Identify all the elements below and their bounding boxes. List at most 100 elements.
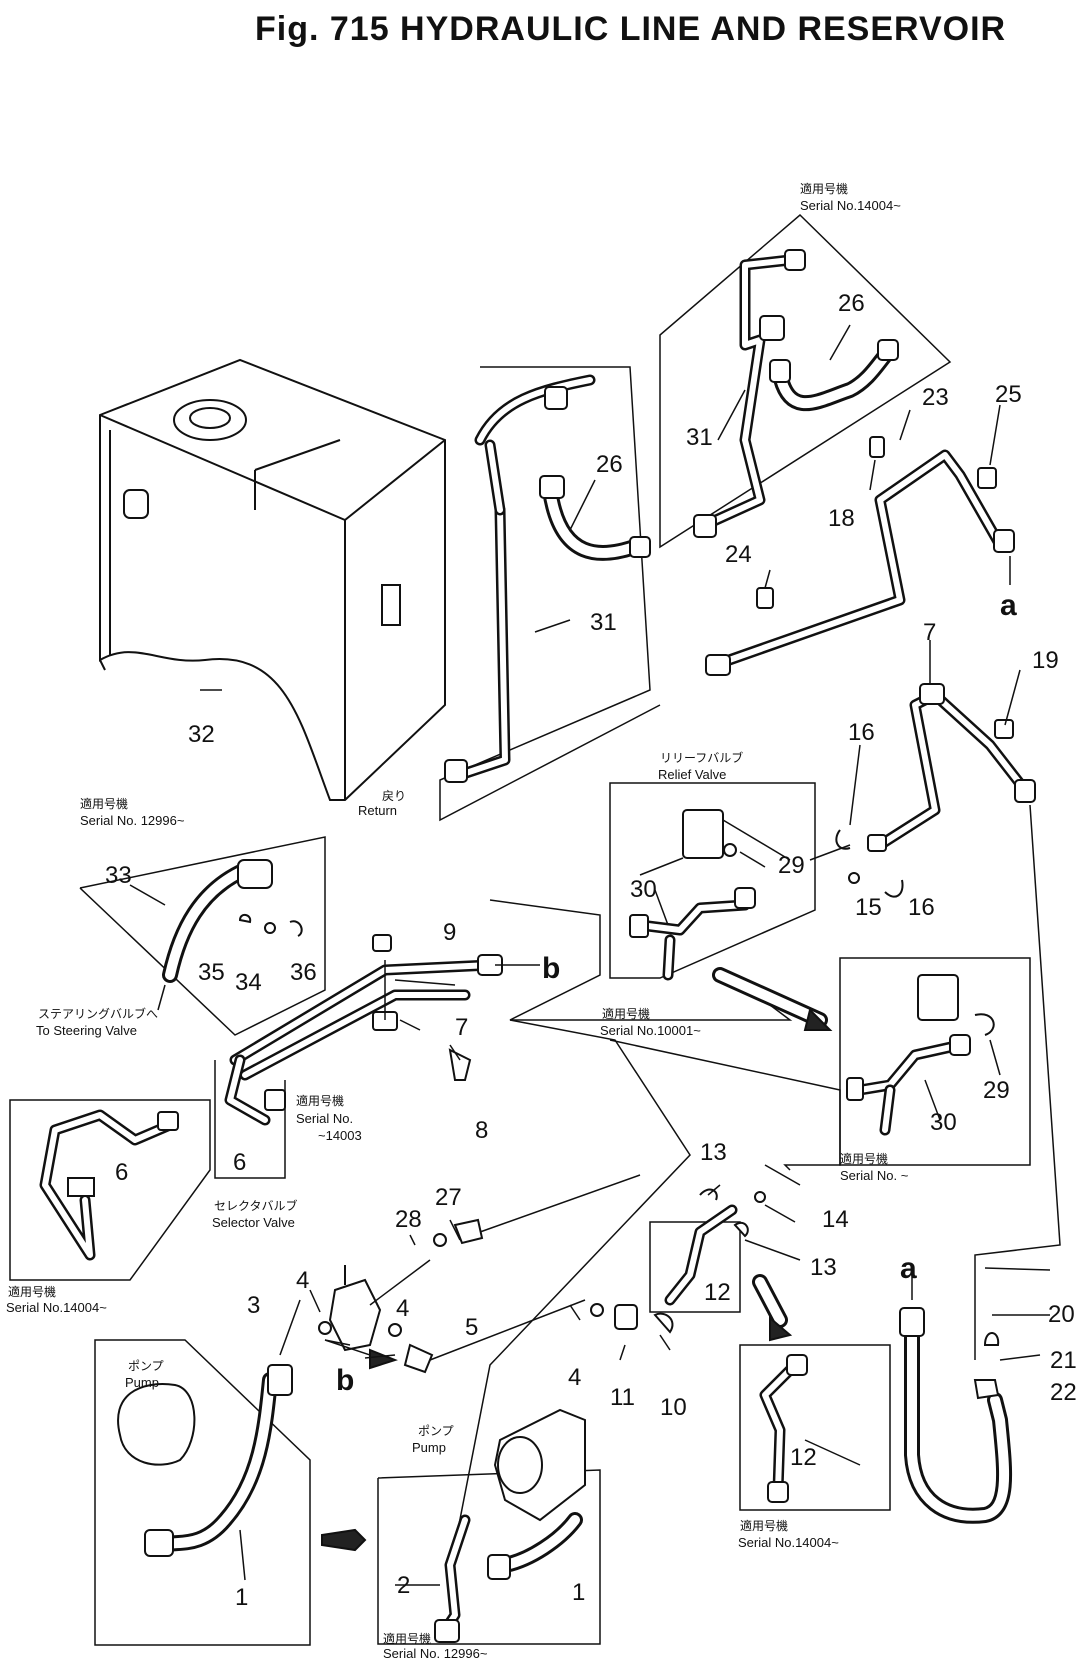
pump1-label: Pump bbox=[125, 1375, 159, 1390]
callout-32: 32 bbox=[188, 721, 215, 748]
callout-10: 10 bbox=[660, 1394, 687, 1421]
selector-label: Selector Valve bbox=[212, 1215, 295, 1230]
pipe-7-group bbox=[835, 683, 1036, 898]
callout-12-bottom: 12 bbox=[790, 1444, 817, 1471]
callout-4-mid: 4 bbox=[396, 1295, 409, 1322]
serial-12996: Serial No. 12996~ bbox=[80, 813, 185, 828]
callout-29-right: 29 bbox=[983, 1077, 1010, 1104]
callout-31-top: 31 bbox=[686, 424, 713, 451]
tank-return-pipe-group bbox=[439, 366, 661, 822]
selector-valve-group bbox=[318, 1174, 674, 1374]
relief-valve-group bbox=[489, 782, 851, 1031]
callout-28: 28 bbox=[395, 1206, 422, 1233]
callout-26-top: 26 bbox=[838, 290, 865, 317]
callout-29-relief: 29 bbox=[778, 852, 805, 879]
callout-14: 14 bbox=[822, 1206, 849, 1233]
callout-20: 20 bbox=[1048, 1301, 1075, 1328]
serial-14004-top-group bbox=[659, 213, 952, 549]
callout-13-top: 13 bbox=[700, 1139, 727, 1166]
serial-right-jp: 適用号機 bbox=[840, 1151, 888, 1166]
callout-5: 5 bbox=[465, 1314, 478, 1341]
serial-12996-jp: 適用号機 bbox=[80, 796, 128, 811]
pump-left-group bbox=[94, 1339, 367, 1646]
reservoir-tank bbox=[99, 358, 446, 801]
hose-22-group bbox=[899, 1275, 1013, 1524]
selector-jp: セレクタバルブ bbox=[214, 1198, 298, 1213]
callout-13-bottom: 13 bbox=[810, 1254, 837, 1281]
serial-10001: Serial No.10001~ bbox=[600, 1023, 701, 1038]
callout-30-relief: 30 bbox=[630, 876, 657, 903]
selector-pipes-group bbox=[214, 934, 503, 1179]
callout-31-left: 31 bbox=[590, 609, 617, 636]
callout-30-right: 30 bbox=[930, 1109, 957, 1136]
callout-24: 24 bbox=[725, 541, 752, 568]
steering-jp: ステアリングバルブへ bbox=[38, 1006, 158, 1021]
callout-3: 3 bbox=[247, 1292, 260, 1319]
marker-b-left: b bbox=[336, 1364, 354, 1397]
leader-lines bbox=[454, 1019, 691, 1546]
relief-label: Relief Valve bbox=[658, 767, 726, 782]
steering-label: To Steering Valve bbox=[36, 1023, 137, 1038]
pump2-label: Pump bbox=[412, 1440, 446, 1455]
serial-14004-bottom: Serial No.14004~ bbox=[738, 1535, 839, 1550]
steering-hose-group bbox=[79, 836, 326, 1036]
callout-4-right: 4 bbox=[568, 1364, 581, 1391]
serial-14004-left-jp: 適用号機 bbox=[8, 1284, 56, 1299]
pump1-jp: ポンプ bbox=[128, 1359, 164, 1373]
pipe-12-group bbox=[649, 1188, 766, 1313]
return-jp: 戻り bbox=[382, 789, 406, 803]
pump-bottom-group bbox=[377, 1408, 601, 1645]
serial-14003-a: Serial No. bbox=[296, 1111, 353, 1126]
callout-7-top: 7 bbox=[923, 619, 936, 646]
marker-a-top: a bbox=[1000, 589, 1017, 622]
callout-36: 36 bbox=[290, 959, 317, 986]
serial-14004-top-jp: 適用号機 bbox=[800, 181, 848, 196]
callout-6-left: 6 bbox=[115, 1159, 128, 1186]
callout-11: 11 bbox=[610, 1384, 635, 1411]
serial-12996-bottom: Serial No. 12996~ bbox=[383, 1646, 488, 1661]
callout-9: 9 bbox=[443, 919, 456, 946]
callout-4-left: 4 bbox=[296, 1267, 309, 1294]
serial-14004-top: Serial No.14004~ bbox=[800, 198, 901, 213]
leader-lines-2 bbox=[764, 1164, 801, 1186]
serial-12996-bottom-jp: 適用号機 bbox=[383, 1631, 431, 1646]
callout-23: 23 bbox=[922, 384, 949, 411]
serial-14003-b: ~14003 bbox=[318, 1128, 362, 1143]
callout-25: 25 bbox=[995, 381, 1022, 408]
figure-title: Fig. 715 HYDRAULIC LINE AND RESERVOIR bbox=[255, 10, 1006, 48]
callout-34: 34 bbox=[235, 969, 262, 996]
serial-14004-bottom-jp: 適用号機 bbox=[740, 1518, 788, 1533]
callout-35: 35 bbox=[198, 959, 225, 986]
callout-leaders bbox=[129, 324, 1051, 1586]
serial-14004-bottom-group bbox=[739, 1274, 891, 1511]
callout-18: 18 bbox=[828, 505, 855, 532]
callout-8: 8 bbox=[475, 1117, 488, 1144]
serial-14004-left-group bbox=[9, 1099, 211, 1281]
callout-15: 15 bbox=[855, 894, 882, 921]
callout-27: 27 bbox=[435, 1184, 462, 1211]
callout-16-bottom: 16 bbox=[908, 894, 935, 921]
callout-12: 12 bbox=[704, 1279, 731, 1306]
callout-2: 2 bbox=[397, 1572, 410, 1599]
leader-to-20 bbox=[974, 804, 1061, 1360]
pipe-23-group bbox=[705, 436, 1015, 676]
serial-14003-jp: 適用号機 bbox=[296, 1093, 344, 1108]
pump2-jp: ポンプ bbox=[418, 1424, 454, 1438]
callout-26-left: 26 bbox=[596, 451, 623, 478]
marker-b-right: b bbox=[542, 952, 560, 985]
marker-a-bottom: a bbox=[900, 1252, 917, 1285]
callout-33: 33 bbox=[105, 862, 132, 889]
callout-21: 21 bbox=[1050, 1347, 1077, 1374]
serial-right-group bbox=[609, 957, 1031, 1171]
serial-10001-jp: 適用号機 bbox=[602, 1006, 650, 1021]
serial-14004-left: Serial No.14004~ bbox=[6, 1300, 107, 1315]
callout-19: 19 bbox=[1032, 647, 1059, 674]
callout-1-left: 1 bbox=[235, 1584, 248, 1611]
callout-22: 22 bbox=[1050, 1379, 1077, 1406]
callout-1-bottom: 1 bbox=[572, 1579, 585, 1606]
callout-7-mid: 7 bbox=[455, 1014, 468, 1041]
callout-16-top: 16 bbox=[848, 719, 875, 746]
return-label: Return bbox=[358, 803, 397, 818]
serial-right: Serial No. ~ bbox=[840, 1168, 909, 1183]
